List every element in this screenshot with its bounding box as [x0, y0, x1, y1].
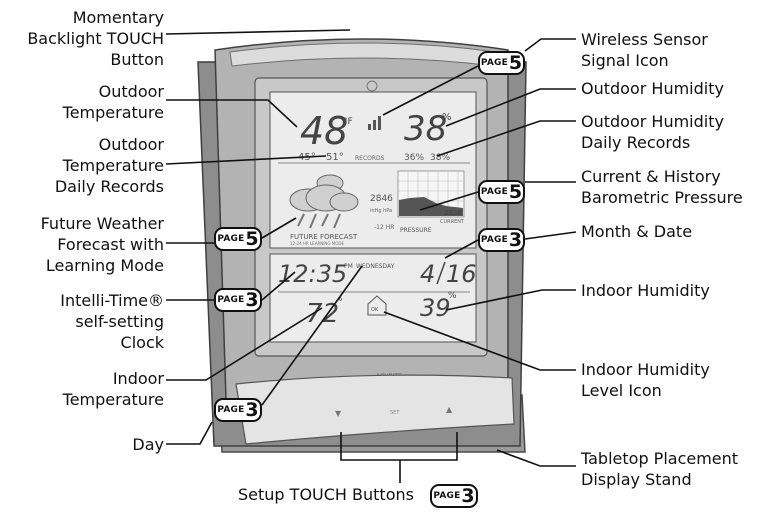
- page-badge-forecast: PAGE 5: [214, 227, 262, 251]
- callout-barometric-pressure: Current & History Barometric Pressure: [581, 167, 743, 207]
- sensor-icon: [366, 80, 378, 92]
- callout-indoor-humidity: Indoor Humidity: [581, 281, 710, 300]
- outdoor-temp-hi: 51°: [326, 152, 344, 163]
- page-number: 3: [461, 485, 475, 507]
- leader-setup-buttons: [340, 432, 458, 483]
- leader-wireless: [524, 38, 576, 52]
- indoor-humidity-house-icon: [367, 295, 387, 316]
- leader-day-device: [261, 265, 363, 406]
- date-month: 4: [420, 260, 435, 288]
- leader-indoor-temp: [166, 307, 323, 381]
- clock-ampm: PM: [344, 263, 353, 270]
- pressure-unit: inHg hPa: [370, 208, 392, 214]
- records-label: RECORDS: [355, 155, 385, 162]
- pressure-value: 2846: [370, 194, 393, 204]
- day-label: WEDNESDAY: [356, 263, 395, 270]
- leader-outdoor-temp: [166, 99, 298, 128]
- setup-button-panel: [235, 374, 515, 445]
- pressure-history-value: 2836: [444, 209, 462, 217]
- callout-intellitime-clock: Intelli-Time® self-setting Clock: [60, 291, 164, 352]
- callout-outdoor-temperature-records: Outdoor Temperature Daily Records: [54, 135, 164, 196]
- hour-label: -12 HR: [374, 224, 394, 231]
- leader-backlight: [165, 29, 351, 35]
- leader-lines: [165, 29, 577, 483]
- page-number: 5: [508, 52, 523, 74]
- page-word: PAGE: [480, 187, 508, 197]
- set-button[interactable]: SET: [390, 410, 400, 416]
- page-word: PAGE: [480, 58, 508, 68]
- callout-display-stand: Tabletop Placement Display Stand: [581, 449, 739, 489]
- up-button[interactable]: ▲: [446, 405, 453, 414]
- page-number: 3: [245, 289, 259, 311]
- leader-indoor-humidity-icon: [383, 311, 576, 371]
- indoor-temp-unit: °: [338, 297, 343, 308]
- page-number: 3: [508, 229, 523, 251]
- date-day: 16: [446, 260, 477, 288]
- page-badge-wireless: PAGE 5: [478, 51, 525, 75]
- page-number: 5: [508, 181, 523, 203]
- page-badge-clock: PAGE 3: [214, 288, 262, 312]
- lcd-lower: [269, 253, 477, 343]
- callout-outdoor-humidity-records: Outdoor Humidity Daily Records: [581, 112, 724, 152]
- outdoor-humidity-value: 38: [404, 109, 447, 149]
- outdoor-humidity-unit: %: [442, 112, 452, 123]
- forecast-cloud-icon: [289, 174, 359, 212]
- callout-outdoor-humidity: Outdoor Humidity: [581, 79, 724, 98]
- page-badge-pressure: PAGE 5: [478, 180, 525, 204]
- leader-forecast: [261, 217, 297, 239]
- leader-outdoor-humidity-records: [436, 120, 576, 157]
- humidity-hi: 38%: [430, 153, 450, 163]
- leader-stand: [496, 449, 576, 467]
- forecast-sub: 12-24 HR LEARNING MODE: [290, 241, 344, 246]
- humidity-lo: 36%: [404, 153, 424, 163]
- pressure-label: PRESSURE: [400, 227, 432, 234]
- leader-clock-device: [261, 271, 296, 301]
- page-number: 3: [245, 399, 259, 421]
- page-word: PAGE: [480, 235, 508, 245]
- page-badge-day: PAGE 3: [214, 398, 262, 422]
- outdoor-temp-value: 48: [300, 109, 348, 153]
- leader-wireless-device: [382, 65, 479, 116]
- forecast-rain-icon: [297, 213, 341, 229]
- lcd-upper: [269, 91, 477, 249]
- wireless-signal-icon: [368, 116, 381, 130]
- leader-outdoor-humidity: [445, 88, 576, 127]
- indoor-humidity-unit: %: [448, 291, 457, 301]
- indoor-humidity-icon-text: OK: [371, 307, 379, 313]
- page-word: PAGE: [217, 234, 245, 244]
- callout-indoor-temperature: Indoor Temperature: [62, 369, 164, 409]
- page-word: PAGE: [433, 491, 461, 501]
- indoor-humidity-value: 39: [420, 294, 451, 322]
- down-button[interactable]: ▼: [335, 409, 342, 418]
- page-word: PAGE: [217, 405, 245, 415]
- callout-setup-buttons: Setup TOUCH Buttons: [238, 485, 414, 504]
- forecast-label: FUTURE FORECAST: [290, 233, 358, 241]
- callout-future-weather: Future Weather Forecast with Learning Mo…: [40, 214, 164, 275]
- date-slash: [436, 261, 446, 285]
- page-badge-month-date: PAGE 3: [478, 228, 525, 252]
- leader-pressure-device: [419, 191, 479, 211]
- page-number: 5: [245, 228, 259, 250]
- callout-month-date: Month & Date: [581, 222, 693, 241]
- callout-backlight-button: Momentary Backlight TOUCH Button: [27, 8, 164, 69]
- leader-outdoor-temp-records: [165, 155, 327, 165]
- callout-indoor-humidity-icon: Indoor Humidity Level Icon: [581, 360, 710, 400]
- leader-month-date: [524, 231, 577, 240]
- callout-day: Day: [132, 435, 164, 454]
- leader-month-date-device: [444, 239, 479, 259]
- current-label: CURRENT: [440, 219, 465, 225]
- callout-wireless-signal: Wireless Sensor Signal Icon: [581, 30, 708, 70]
- page-word: PAGE: [217, 295, 245, 305]
- leader-day: [166, 421, 213, 445]
- page-badge-setup: PAGE 3: [430, 484, 478, 508]
- callout-outdoor-temperature: Outdoor Temperature: [62, 82, 164, 122]
- outdoor-temp-unit: °F: [343, 117, 353, 127]
- leader-indoor-humidity: [445, 289, 576, 311]
- clock-time: 12:35: [278, 260, 347, 288]
